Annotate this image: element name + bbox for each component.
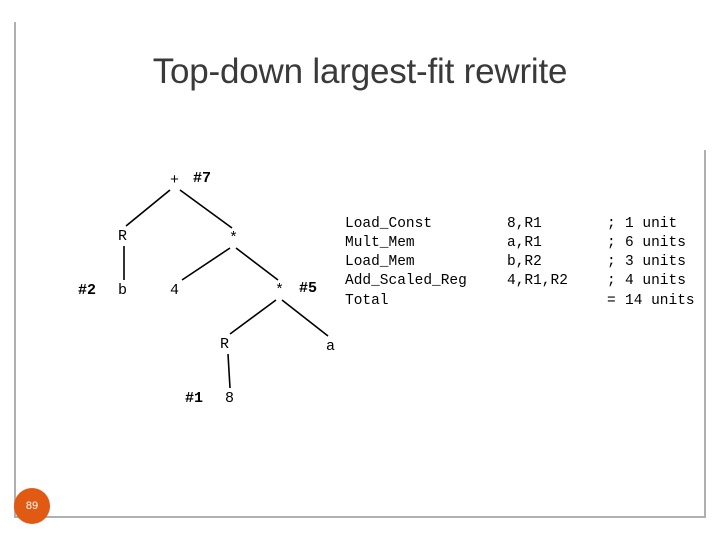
listing-cost: 1 unit xyxy=(625,215,678,232)
edge-star-to-four xyxy=(181,247,231,281)
listing-cost: 6 units xyxy=(625,234,686,251)
listing-operands: 4,R1,R2 xyxy=(507,273,568,290)
listing-opcode: Load_Mem xyxy=(345,254,415,271)
listing-separator: = xyxy=(607,292,616,309)
listing-row: Load_Const 8,R1; 1 unit xyxy=(345,215,695,234)
listing-opcode: Add_Scaled_Reg xyxy=(345,273,467,290)
listing-row: Mult_Mem a,R1; 6 units xyxy=(345,234,695,253)
listing-cost: 4 units xyxy=(625,273,686,290)
page-number-badge: 89 xyxy=(14,488,50,524)
listing-operands: 8,R1 xyxy=(507,215,542,232)
listing-row: Add_Scaled_Reg 4,R1,R2; 4 units xyxy=(345,272,695,291)
listing-opcode: Load_Const xyxy=(345,215,433,232)
edge-plus-to-r xyxy=(125,189,171,227)
listing-row: Total = 14 units xyxy=(345,292,695,311)
listing-separator: ; xyxy=(607,234,616,251)
node-r-lower: R xyxy=(220,336,230,353)
edge-r-to-eight xyxy=(227,353,231,389)
label-hash1: #1 xyxy=(185,390,204,407)
node-star-inner: * xyxy=(275,282,285,299)
edge-star-to-a xyxy=(281,299,329,337)
node-b: b xyxy=(118,282,128,299)
node-a: a xyxy=(326,338,336,355)
frame-bottom-rule xyxy=(14,516,706,518)
label-hash5: #5 xyxy=(299,280,318,297)
tree-edges xyxy=(123,189,329,389)
listing-opcode: Total xyxy=(345,292,389,309)
listing-row: Load_Mem b,R2; 3 units xyxy=(345,253,695,272)
node-star-right: * xyxy=(229,230,239,247)
listing-separator: ; xyxy=(607,254,616,271)
listing-operands: a,R1 xyxy=(507,234,542,251)
frame-right-rule xyxy=(704,150,706,518)
node-plus: + xyxy=(170,172,180,189)
node-eight: 8 xyxy=(225,390,235,407)
label-hash7: #7 xyxy=(193,170,212,187)
listing-cost: 14 units xyxy=(625,292,695,309)
node-r-left: R xyxy=(118,228,128,245)
page-title: Top-down largest-fit rewrite xyxy=(152,52,568,91)
label-hash2: #2 xyxy=(78,282,97,299)
edge-star-to-r-lower xyxy=(229,299,277,335)
listing-opcode: Mult_Mem xyxy=(345,234,415,251)
edge-star-to-star xyxy=(235,247,279,281)
listing-operands: b,R2 xyxy=(507,254,542,271)
listing-cost: 3 units xyxy=(625,254,686,271)
edge-plus-to-star xyxy=(179,189,233,229)
frame-left-rule xyxy=(14,22,16,518)
node-four: 4 xyxy=(170,282,180,299)
listing-separator: ; xyxy=(607,215,616,232)
listing-separator: ; xyxy=(607,273,616,290)
